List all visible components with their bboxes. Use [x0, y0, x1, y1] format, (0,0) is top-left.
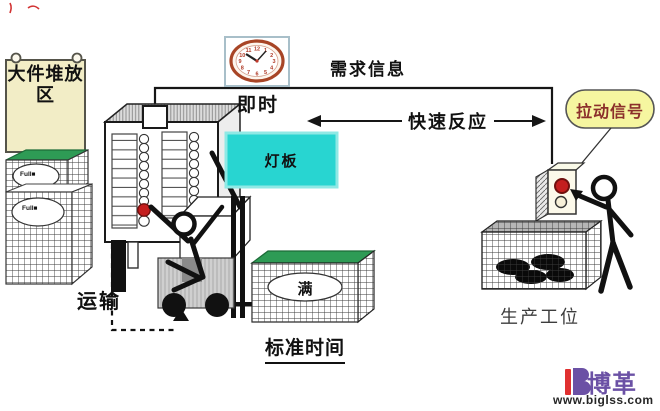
rack-shelves-left: [111, 133, 138, 229]
red-kanban-circle: [137, 203, 151, 217]
light-board-label: 灯板: [264, 152, 299, 170]
storage-area-label: 大件堆放区: [7, 64, 84, 105]
svg-text:2: 2: [270, 53, 273, 59]
svg-text:4: 4: [270, 65, 274, 71]
full-crate: [250, 249, 376, 324]
pin-icon: [10, 52, 22, 64]
operator-stick-figure: [570, 174, 634, 294]
watermark-url: www.biglss.com: [553, 393, 654, 407]
fork-blade: [236, 302, 264, 307]
mesh-crate-lower: [5, 183, 93, 286]
rack-leg-white: [127, 241, 139, 269]
rack-slot-circles: [138, 131, 200, 227]
rack-shelves-right: [161, 131, 188, 219]
svg-text:7: 7: [247, 70, 250, 76]
svg-text:11: 11: [246, 48, 252, 54]
standard-time-label: 标准时间: [265, 333, 346, 364]
clock-numbers: 121234567891011: [238, 47, 275, 78]
svg-text:12: 12: [254, 47, 260, 53]
svg-text:5: 5: [264, 70, 267, 76]
svg-text:3: 3: [272, 59, 275, 65]
full-tag-oval: [11, 197, 65, 227]
production-crate: [480, 219, 603, 291]
corner-marks: [9, 2, 40, 14]
forklift: [157, 196, 264, 318]
svg-text:8: 8: [241, 65, 244, 71]
realtime-label: 即时: [237, 95, 280, 116]
quick-response-label: 快速反应: [402, 108, 494, 134]
watermark-logo-icon: [565, 368, 591, 395]
signal-wire: [153, 86, 554, 164]
demand-info-label: 需求信息: [330, 60, 406, 79]
rack-leg-black: [111, 240, 126, 292]
white-button-icon: [554, 195, 568, 209]
svg-text:9: 9: [238, 59, 241, 65]
head-icon: [590, 174, 618, 202]
clock-icon: 121234567891011: [224, 36, 290, 87]
driver-stick-figure: [148, 150, 243, 293]
full-tag-label: Full■: [20, 171, 36, 178]
antenna-box: [142, 105, 168, 129]
mesh-crate-upper: [5, 149, 89, 194]
full-oval: [267, 272, 343, 302]
storage-signboard: [5, 52, 86, 153]
full-tag-label: Full■: [22, 205, 38, 212]
svg-text:6: 6: [255, 72, 258, 78]
pin-icon: [71, 52, 83, 64]
red-button-icon: [554, 178, 570, 194]
transport-label: 运输: [77, 291, 121, 313]
hand-icon: [570, 189, 583, 201]
head-icon: [171, 211, 197, 237]
pull-signal-label: 拉动信号: [575, 104, 644, 121]
production-station-label: 生产工位: [500, 307, 580, 327]
light-board-panel: [224, 131, 339, 189]
wheel-icon: [205, 293, 229, 317]
full-crate-label: 满: [297, 281, 313, 298]
svg-text:10: 10: [239, 53, 245, 59]
watermark-brand: 博革: [587, 371, 637, 398]
wheel-icon: [162, 293, 186, 317]
